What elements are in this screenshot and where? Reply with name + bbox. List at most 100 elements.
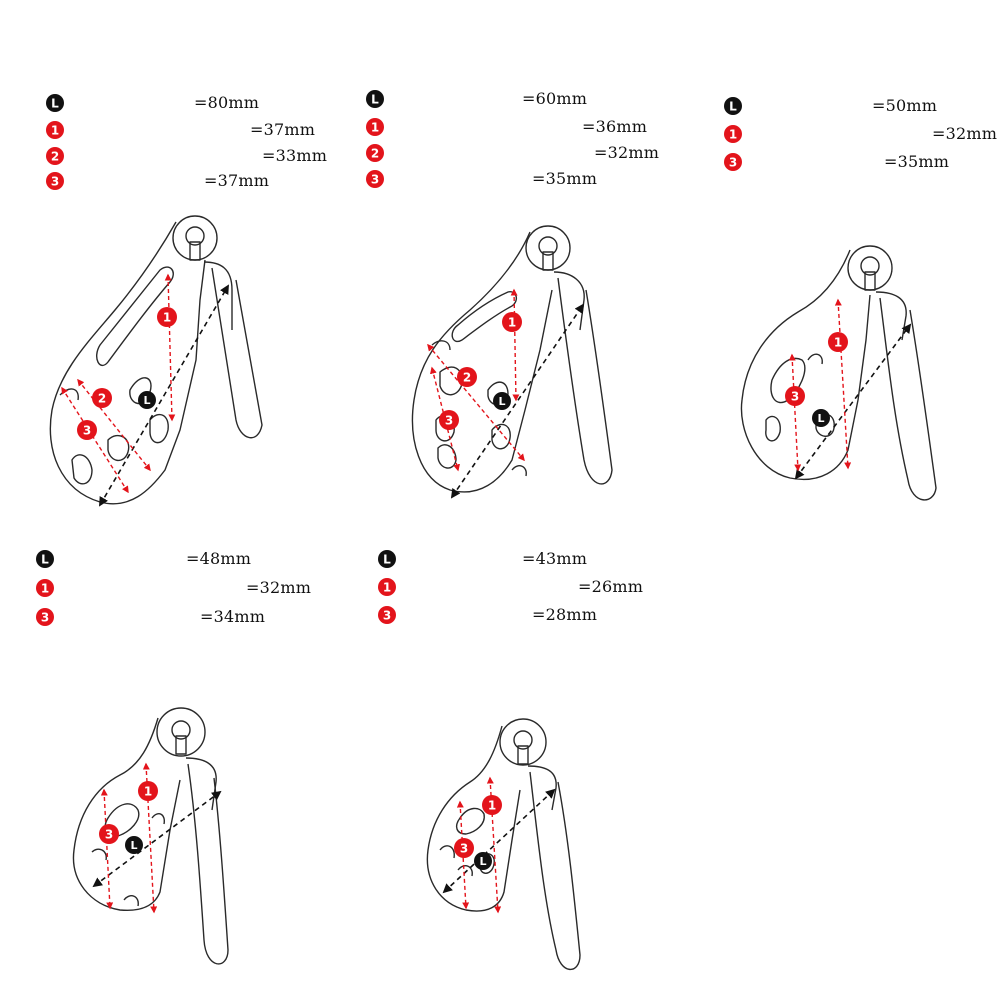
marker-3-icon: 3: [439, 410, 459, 430]
spec-value: =48mm: [186, 549, 252, 568]
marker-1-icon: 1: [138, 781, 158, 801]
panel-cage-mini: L =43mm 1 =26mm 3 =28mm 1 3 L: [340, 520, 680, 1000]
marker-3-icon: 3: [454, 838, 474, 858]
diameter-3-badge-icon: 3: [722, 151, 744, 173]
diameter-2-badge-icon: 2: [364, 142, 386, 164]
svg-text:2: 2: [98, 392, 106, 406]
spec-value: =32mm: [932, 124, 998, 143]
svg-text:3: 3: [383, 609, 391, 623]
svg-text:1: 1: [51, 124, 59, 138]
length-badge-icon: L: [44, 92, 66, 114]
marker-L-icon: L: [138, 391, 156, 409]
spec-row-3: 3 =28mm: [376, 604, 676, 626]
spec-list: L =43mm 1 =26mm 3 =28mm: [376, 548, 706, 658]
svg-text:L: L: [817, 412, 824, 425]
spec-value: =36mm: [582, 117, 648, 136]
spec-value: =60mm: [522, 89, 588, 108]
diameter-3-badge-icon: 3: [364, 168, 386, 190]
diameter-1-badge-icon: 1: [44, 119, 66, 141]
svg-text:1: 1: [371, 121, 379, 135]
spec-value: =34mm: [200, 607, 266, 626]
marker-L-icon: L: [125, 836, 143, 854]
spec-row-length: L =48mm: [34, 548, 334, 570]
svg-text:L: L: [371, 93, 379, 107]
spec-row-2: 2 =32mm: [364, 142, 664, 164]
svg-text:L: L: [729, 100, 737, 114]
marker-L-icon: L: [493, 392, 511, 410]
svg-text:3: 3: [791, 390, 799, 404]
spec-row-3: 3 =35mm: [364, 168, 664, 190]
spec-row-3: 3 =34mm: [34, 606, 334, 628]
marker-1-icon: 1: [502, 312, 522, 332]
marker-L-icon: L: [812, 409, 830, 427]
svg-text:1: 1: [488, 799, 496, 813]
spec-list: L =80mm 1 =37mm 2 =33mm 3 =37mm: [44, 92, 374, 202]
spec-row-1: 1 =32mm: [34, 577, 334, 599]
spec-value: =28mm: [532, 605, 598, 624]
svg-text:2: 2: [463, 371, 471, 385]
svg-text:3: 3: [51, 175, 59, 189]
panel-cage-medium-long: L =60mm 1 =36mm 2 =32mm 3 =35mm: [340, 0, 680, 520]
cage-outline-icon: 1 3 L: [740, 245, 937, 501]
svg-text:1: 1: [144, 785, 152, 799]
marker-3-icon: 3: [99, 824, 119, 844]
svg-text:1: 1: [383, 581, 391, 595]
marker-3-icon: 3: [785, 386, 805, 406]
spec-value: =37mm: [250, 120, 316, 139]
marker-3-icon: 3: [77, 420, 97, 440]
svg-text:L: L: [41, 553, 49, 567]
spec-value: =26mm: [578, 577, 644, 596]
spec-row-length: L =50mm: [722, 95, 1000, 117]
cage-outline-icon: 1 2 3 L: [411, 225, 613, 499]
svg-text:3: 3: [729, 156, 737, 170]
diameter-2-badge-icon: 2: [44, 145, 66, 167]
spec-list: L =48mm 1 =32mm 3 =34mm: [34, 548, 364, 658]
svg-text:1: 1: [834, 336, 842, 350]
spec-row-1: 1 =36mm: [364, 116, 664, 138]
spec-row-1: 1 =32mm: [722, 123, 1000, 145]
svg-text:3: 3: [105, 828, 113, 842]
spec-row-3: 3 =37mm: [44, 170, 344, 192]
marker-2-icon: 2: [457, 367, 477, 387]
svg-text:L: L: [383, 553, 391, 567]
svg-text:1: 1: [729, 128, 737, 142]
spec-value: =33mm: [262, 146, 328, 165]
diameter-1-badge-icon: 1: [722, 123, 744, 145]
panel-cage-large: L =80mm 1 =37mm 2 =33mm 3 =37mm: [0, 0, 340, 520]
diameter-1-badge-icon: 1: [364, 116, 386, 138]
svg-text:2: 2: [51, 150, 59, 164]
svg-text:3: 3: [445, 414, 453, 428]
spec-list: L =50mm 1 =32mm 3 =35mm: [722, 95, 1000, 205]
spec-value: =50mm: [872, 96, 938, 115]
svg-text:L: L: [51, 97, 59, 111]
marker-1-icon: 1: [157, 307, 177, 327]
diameter-3-badge-icon: 3: [376, 604, 398, 626]
spec-value: =80mm: [194, 93, 260, 112]
svg-text:L: L: [143, 394, 150, 407]
panel-cage-medium: L =50mm 1 =32mm 3 =35mm 1 3 L: [680, 0, 1000, 520]
length-badge-icon: L: [722, 95, 744, 117]
spec-row-length: L =43mm: [376, 548, 676, 570]
length-badge-icon: L: [376, 548, 398, 570]
svg-text:1: 1: [163, 311, 171, 325]
panel-cage-small: L =48mm 1 =32mm 3 =34mm 1 3 L: [0, 520, 340, 1000]
svg-text:L: L: [130, 839, 137, 852]
svg-text:3: 3: [460, 842, 468, 856]
cage-outline-icon: 1 3 L: [426, 718, 581, 971]
spec-value: =32mm: [246, 578, 312, 597]
diameter-1-badge-icon: 1: [376, 576, 398, 598]
spec-row-1: 1 =26mm: [376, 576, 676, 598]
cage-outline-icon: 1 2 3 L: [49, 215, 263, 507]
svg-text:3: 3: [371, 173, 379, 187]
spec-row-length: L =80mm: [44, 92, 344, 114]
diameter-1-badge-icon: 1: [34, 577, 56, 599]
svg-text:3: 3: [83, 424, 91, 438]
spec-value: =43mm: [522, 549, 588, 568]
spec-value: =32mm: [594, 143, 660, 162]
marker-L-icon: L: [474, 852, 492, 870]
length-badge-icon: L: [364, 88, 386, 110]
spec-value: =35mm: [532, 169, 598, 188]
diameter-3-badge-icon: 3: [44, 170, 66, 192]
spec-row-2: 2 =33mm: [44, 145, 344, 167]
marker-1-icon: 1: [828, 332, 848, 352]
